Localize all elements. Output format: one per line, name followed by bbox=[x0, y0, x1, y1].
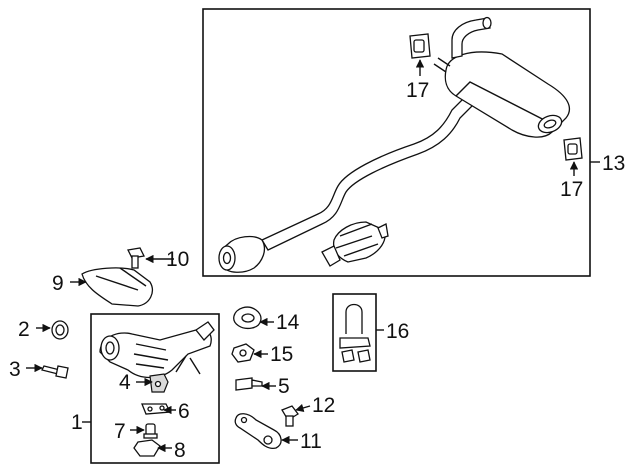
resonator bbox=[218, 235, 266, 273]
rubber-hanger-lower bbox=[563, 137, 583, 161]
callout-4: 4 bbox=[119, 371, 131, 394]
callout-6: 6 bbox=[178, 400, 190, 423]
bracket bbox=[149, 373, 169, 393]
nut bbox=[231, 343, 255, 363]
callout-10: 10 bbox=[166, 248, 189, 271]
callout-5: 5 bbox=[278, 375, 290, 398]
flange-gasket bbox=[233, 306, 262, 330]
nut-small bbox=[133, 439, 161, 457]
converter-assembly-box bbox=[90, 313, 220, 464]
rear-converter bbox=[321, 221, 389, 267]
callout-16: 16 bbox=[386, 320, 409, 343]
callout-8: 8 bbox=[174, 439, 186, 462]
callout-7: 7 bbox=[114, 420, 126, 443]
bolt-long bbox=[41, 365, 69, 379]
callout-13: 13 bbox=[602, 152, 625, 175]
front-converter bbox=[99, 321, 215, 379]
stud bbox=[143, 423, 158, 439]
callout-2: 2 bbox=[18, 318, 30, 341]
flange-bolt bbox=[127, 247, 145, 269]
callout-17-lower: 17 bbox=[560, 178, 583, 201]
muffler-assembly bbox=[218, 16, 571, 273]
callout-11: 11 bbox=[300, 430, 322, 453]
manifold-gasket bbox=[234, 413, 282, 450]
callout-3: 3 bbox=[9, 358, 21, 381]
callout-17-upper: 17 bbox=[406, 79, 429, 102]
muffler-assembly-box bbox=[202, 8, 591, 277]
hanger-clamp bbox=[339, 303, 371, 363]
muffler bbox=[433, 16, 571, 138]
rubber-hanger-upper bbox=[409, 33, 431, 59]
stud-bolt bbox=[281, 405, 299, 427]
hanger-kit-box bbox=[332, 293, 377, 372]
heat-shield bbox=[81, 267, 153, 307]
callout-15: 15 bbox=[270, 343, 293, 366]
leader-12 bbox=[295, 403, 311, 412]
bolt bbox=[235, 377, 263, 391]
callout-14: 14 bbox=[276, 311, 300, 334]
callout-1: 1 bbox=[71, 411, 83, 434]
callout-12: 12 bbox=[312, 394, 335, 417]
o-ring bbox=[51, 320, 69, 340]
callout-9: 9 bbox=[52, 272, 64, 295]
gasket-small bbox=[141, 403, 172, 415]
